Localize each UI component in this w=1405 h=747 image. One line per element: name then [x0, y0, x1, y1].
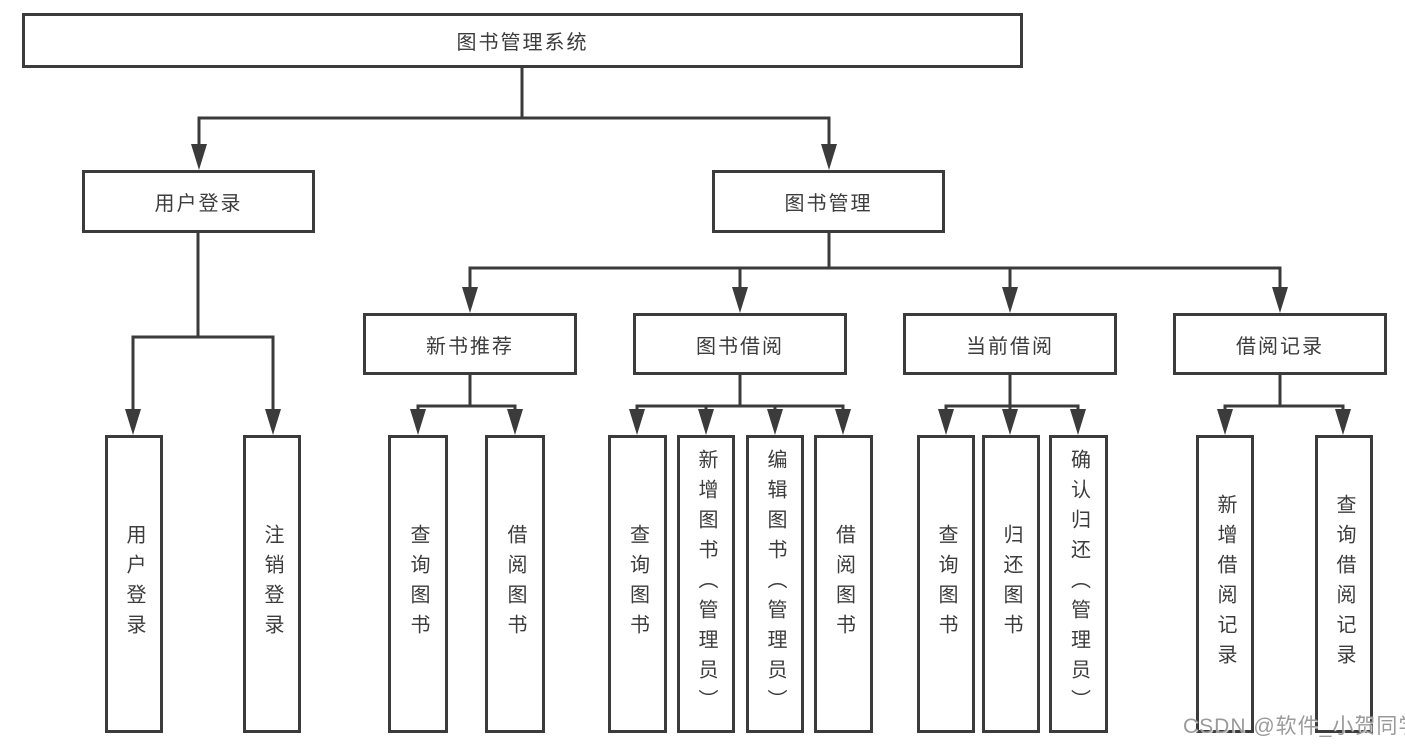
leaf-rec-borrow-book-label: 借阅图书 — [504, 524, 526, 644]
leaf-cur-return-book: 归还图书 — [982, 435, 1040, 733]
leaf-cur-confirm-return: 确认归还（管理员） — [1049, 435, 1108, 733]
node-book-borrow-label: 图书借阅 — [696, 335, 784, 358]
arrowhead-icon — [767, 409, 783, 435]
node-user-login: 用户登录 — [82, 170, 315, 233]
node-book-mgmt: 图书管理 — [712, 170, 945, 233]
node-new-book-rec-label: 新书推荐 — [426, 335, 514, 358]
leaf-cur-query-book: 查询图书 — [917, 435, 975, 733]
arrowhead-icon — [462, 287, 478, 313]
node-root: 图书管理系统 — [22, 13, 1023, 68]
leaf-records-add: 新增借阅记录 — [1196, 435, 1254, 733]
arrowhead-icon — [835, 409, 851, 435]
node-book-borrow: 图书借阅 — [633, 313, 847, 375]
arrowhead-icon — [265, 409, 281, 435]
arrowhead-icon — [821, 144, 837, 170]
leaf-bor-borrow-book-label: 借阅图书 — [832, 524, 855, 644]
arrowhead-icon — [1002, 287, 1018, 313]
arrowhead-icon — [125, 409, 141, 435]
leaf-user-login-label: 用户登录 — [123, 524, 145, 644]
arrowhead-icon — [1217, 409, 1233, 435]
leaf-bor-add-book: 新增图书（管理员） — [677, 435, 735, 733]
leaf-records-add-label: 新增借阅记录 — [1214, 494, 1236, 674]
csdn-watermark: CSDN @软件_小贺同学 — [1183, 715, 1405, 738]
leaf-cur-confirm-return-label: 确认归还（管理员） — [1067, 449, 1090, 719]
leaf-bor-edit-book-label: 编辑图书（管理员） — [764, 449, 786, 719]
leaf-bor-query-book: 查询图书 — [608, 435, 667, 733]
leaf-cur-return-book-label: 归还图书 — [1000, 524, 1022, 644]
node-current-borrow: 当前借阅 — [903, 313, 1117, 375]
leaf-rec-query-book: 查询图书 — [388, 435, 448, 733]
arrowhead-icon — [410, 409, 426, 435]
node-root-label: 图书管理系统 — [456, 32, 589, 54]
node-user-login-label: 用户登录 — [154, 193, 243, 215]
arrowhead-icon — [1272, 287, 1288, 313]
leaf-rec-query-book-label: 查询图书 — [407, 524, 429, 644]
arrowhead-icon — [507, 409, 523, 435]
node-borrow-records: 借阅记录 — [1173, 313, 1387, 375]
arrowhead-icon — [938, 409, 954, 435]
node-borrow-records-label: 借阅记录 — [1236, 335, 1324, 358]
node-new-book-rec: 新书推荐 — [363, 313, 577, 375]
arrowhead-icon — [1335, 409, 1351, 435]
leaf-records-query-label: 查询借阅记录 — [1333, 494, 1355, 674]
arrowhead-icon — [1002, 409, 1018, 435]
leaf-bor-edit-book: 编辑图书（管理员） — [746, 435, 804, 733]
arrowhead-icon — [1070, 409, 1086, 435]
arrowhead-icon — [732, 287, 748, 313]
arrowhead-icon — [698, 409, 714, 435]
leaf-logout: 注销登录 — [243, 435, 301, 733]
leaf-rec-borrow-book: 借阅图书 — [485, 435, 545, 733]
arrowhead-icon — [191, 144, 207, 170]
leaf-bor-add-book-label: 新增图书（管理员） — [695, 449, 717, 719]
arrowhead-icon — [629, 409, 645, 435]
leaf-bor-borrow-book: 借阅图书 — [814, 435, 873, 733]
leaf-logout-label: 注销登录 — [261, 524, 283, 644]
leaf-user-login: 用户登录 — [105, 435, 163, 733]
node-current-borrow-label: 当前借阅 — [966, 335, 1054, 358]
node-book-mgmt-label: 图书管理 — [784, 193, 873, 215]
leaf-cur-query-book-label: 查询图书 — [935, 524, 957, 644]
leaf-bor-query-book-label: 查询图书 — [626, 524, 649, 644]
leaf-records-query: 查询借阅记录 — [1315, 435, 1373, 733]
